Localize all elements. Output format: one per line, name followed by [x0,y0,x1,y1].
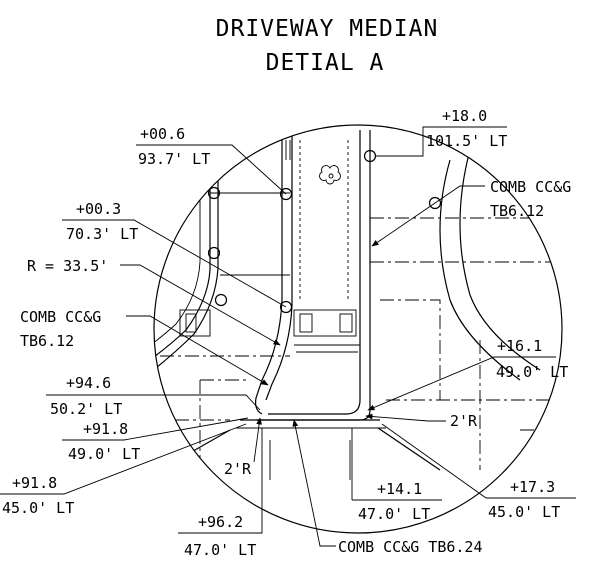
detail-circle [153,124,563,534]
label-c15-offset: 47.0' LT [184,541,256,559]
label-c5-line2: TB6.12 [490,202,544,220]
label-c9-station: +91.8 [83,420,128,438]
drawing-subtitle: DETIAL A [266,50,385,76]
label-c16-note: COMB CC&G TB6.24 [338,538,483,556]
label-c2-station: +18.0 [442,107,487,125]
label-c1-station: +00.6 [140,125,185,143]
label-c8-offset: 50.2' LT [50,400,122,418]
label-c4-radius: R = 33.5' [27,257,108,275]
label-c13-offset: 47.0' LT [358,505,430,523]
label-c14-station: +17.3 [510,478,555,496]
label-c6-line2: TB6.12 [20,332,74,350]
label-c14-offset: 45.0' LT [488,503,560,521]
label-c3-station: +00.3 [76,200,121,218]
label-c2-offset: 101.5' LT [426,132,507,150]
label-c5-line1: COMB CC&G [490,178,571,196]
label-c7-station: +16.1 [497,337,542,355]
label-c3-offset: 70.3' LT [66,225,138,243]
leader-lines [0,126,576,547]
label-c10-radius: 2'R [450,412,478,430]
label-c12-station: +91.8 [12,474,57,492]
label-c15-station: +96.2 [198,513,243,531]
callout-labels: +00.6 93.7' LT +18.0 101.5' LT +00.3 70.… [2,107,571,559]
label-c8-station: +94.6 [66,374,111,392]
label-c13-station: +14.1 [377,480,422,498]
label-c12-offset: 45.0' LT [2,499,74,517]
label-c7-offset: 49.0' LT [496,363,568,381]
label-c1-offset: 93.7' LT [138,150,210,168]
label-c9-offset: 49.0' LT [68,445,140,463]
survey-points [207,149,442,314]
drawing-title: DRIVEWAY MEDIAN [216,16,439,42]
label-c11-radius: 2'R [224,460,252,478]
label-c6-line1: COMB CC&G [20,308,101,326]
